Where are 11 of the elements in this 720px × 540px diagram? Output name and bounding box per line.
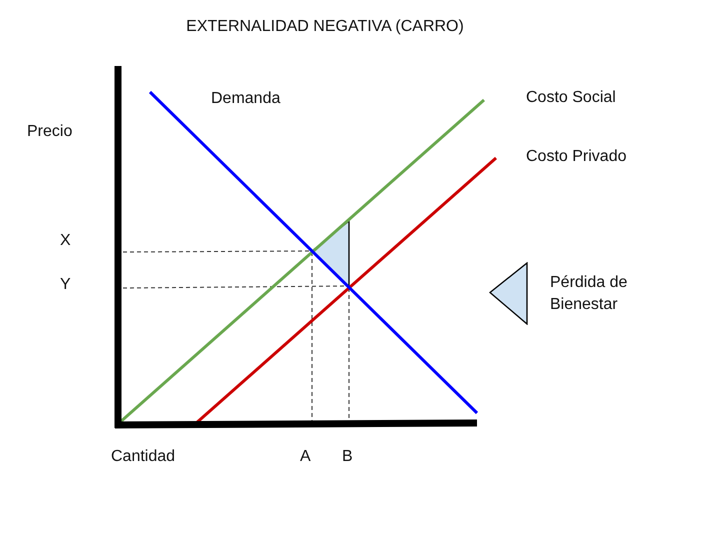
curve-label: Demanda (211, 89, 280, 109)
price-label: Y (60, 275, 71, 295)
curve-label: Costo Privado (526, 147, 626, 167)
curve-label: Costo Social (526, 88, 616, 108)
axis-label: Cantidad (111, 447, 176, 467)
quantity-label: A (300, 447, 311, 467)
quantity-label: B (342, 447, 353, 467)
axis-label: Precio (27, 122, 72, 142)
price-label: X (60, 231, 71, 251)
legend-label: Pérdida de Bienestar (550, 273, 628, 315)
chart-title: EXTERNALIDAD NEGATIVA (CARRO) (185, 17, 465, 37)
